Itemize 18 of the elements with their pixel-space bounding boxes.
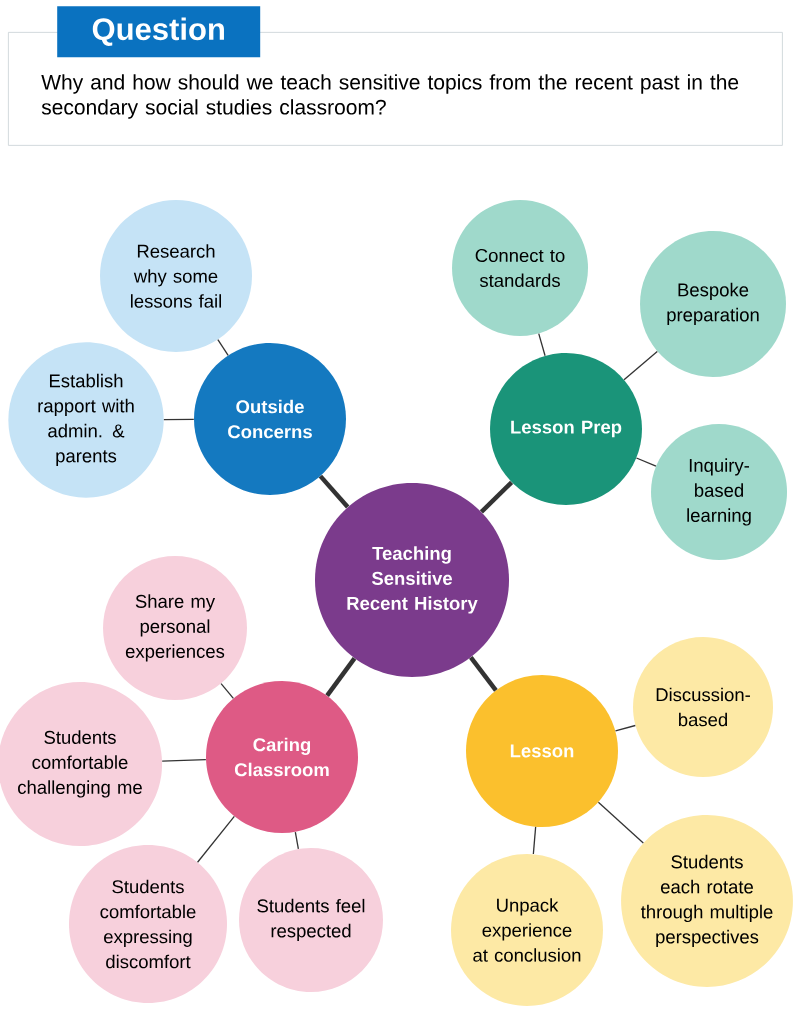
connector-line [217, 339, 229, 356]
connector-line [538, 332, 546, 357]
connector-line [196, 815, 235, 863]
connector-line [597, 801, 644, 844]
connector-line [532, 826, 537, 855]
connector-line [163, 418, 195, 421]
connector-line [614, 724, 636, 732]
question-tab: Question [57, 6, 261, 58]
connector-line [479, 480, 514, 514]
connector-line [294, 831, 299, 850]
connector-line [318, 474, 350, 509]
connector-line [623, 350, 658, 381]
connector-line [325, 657, 357, 697]
connector-line [469, 656, 498, 692]
connector-line [220, 682, 234, 699]
question-text: Why and how should we teach sensitive topics from the recent past in the secondary social studies classroom? [41, 74, 739, 119]
connector-line [161, 759, 207, 762]
connector-line [635, 457, 657, 467]
